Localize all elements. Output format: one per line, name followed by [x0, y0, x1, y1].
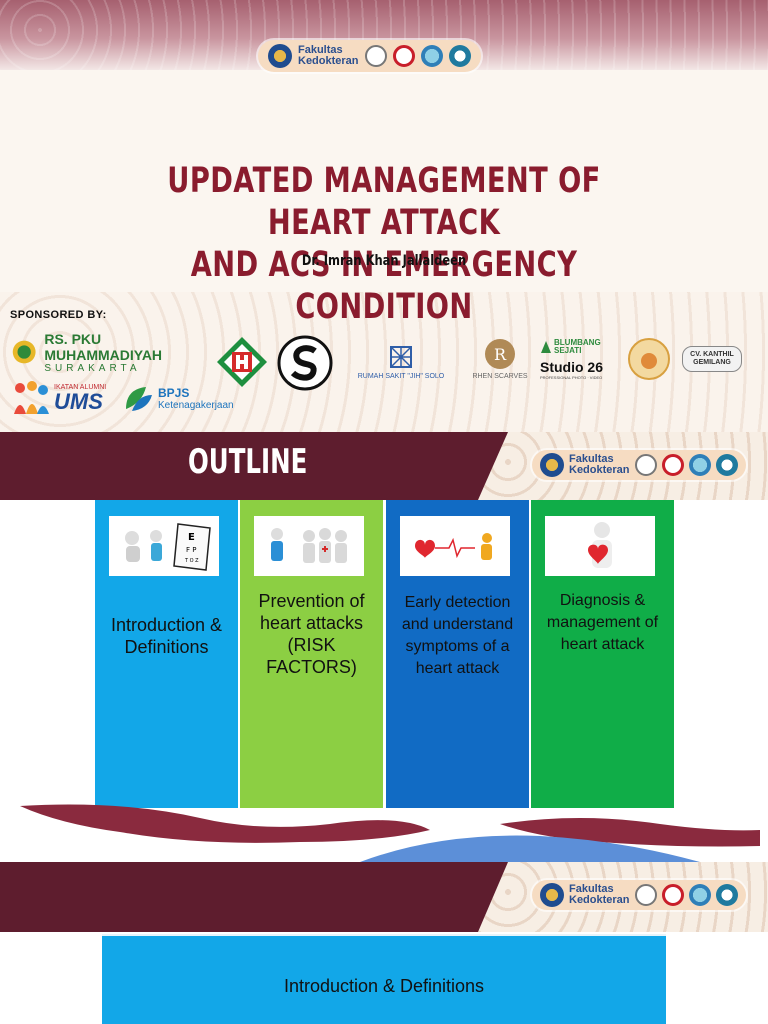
idi-seal-icon [392, 45, 415, 67]
rhen-monogram-icon: R [485, 339, 515, 369]
sponsor-hospital-h-logo [214, 334, 270, 390]
outline-card-diagnosis[interactable]: Diagnosis & management of heart attack [531, 500, 674, 808]
jih-name: RUMAH SAKIT "JIH" SOLO [357, 373, 445, 380]
idi-seal-icon [661, 454, 684, 476]
eye-chart-doctor-icon: E F P T O Z [109, 516, 219, 576]
accreditation-seal-icon [634, 884, 657, 906]
outline-heading: OUTLINE [188, 442, 308, 482]
association-seal-icon [448, 45, 471, 67]
ums-crest-icon [268, 44, 292, 68]
idi-seal-icon [661, 884, 684, 906]
globe-seal-icon [688, 884, 711, 906]
outline-card-introduction[interactable]: E F P T O Z Introduction & Definitions [95, 500, 238, 808]
card-label: Introduction & Definitions [110, 615, 223, 657]
decorative-batik-band [0, 0, 768, 70]
sponsor-food-logo [626, 336, 672, 382]
globe-seal-icon [420, 45, 443, 67]
accreditation-seal-icon [364, 45, 387, 67]
svg-text:T O Z: T O Z [184, 558, 199, 564]
heart-ecg-icon [400, 516, 510, 576]
bpjs-leaf-icon [126, 387, 152, 411]
circle-s-logo-icon [277, 335, 333, 391]
ums-name: UMS [54, 388, 103, 414]
person-holding-heart-icon [545, 516, 655, 576]
bpjs-sub: Ketenagakerjaan [158, 399, 234, 411]
sponsor-rhen-scarves: R RHEN SCARVES [466, 334, 534, 384]
ums-top-text: IKATAN ALUMNI [54, 383, 107, 391]
sponsor-circle-s-logo [276, 334, 334, 392]
association-seal-icon [715, 884, 738, 906]
sponsor-ikatan-alumni-ums: IKATAN ALUMNI UMS [10, 378, 118, 418]
svg-text:E: E [188, 532, 195, 543]
author-name: Dr. Imran Khan Jallaldeen [301, 253, 467, 269]
ums-figures-icon [14, 381, 49, 414]
outline-card-prevention[interactable]: Prevention of heart attacks (RISK FACTOR… [240, 500, 383, 808]
accreditation-seal-icon [634, 454, 657, 476]
svg-text:R: R [494, 345, 507, 364]
svg-text:F P: F P [186, 546, 196, 554]
sponsored-by-label: SPONSORED BY: [10, 309, 107, 321]
decorative-brush-strokes [20, 804, 760, 862]
studio-26-sub: PROFESSIONAL PHOTO · VIDEO [540, 374, 603, 380]
sponsor-pku-muhammadiyah: RS. PKU MUHAMMADIYAH SURAKARTA [8, 330, 214, 374]
food-badge-icon [628, 338, 670, 380]
sponsor-bpjs-ketenagakerjaan: BPJS Ketenagakerjaan [122, 382, 254, 414]
jih-lattice-icon [390, 346, 412, 368]
card-label: Prevention of heart attacks (RISK FACTOR… [258, 591, 365, 677]
ums-crest-icon [540, 883, 564, 907]
ums-crest-icon [540, 453, 564, 477]
outline-card-early-detection[interactable]: Early detection and understand symptoms … [386, 500, 529, 808]
globe-seal-icon [688, 454, 711, 476]
pku-sun-logo-icon [12, 340, 36, 364]
pku-subname: SURAKARTA [44, 362, 141, 374]
medical-team-icon [254, 516, 364, 576]
bpjs-name: BPJS [158, 385, 190, 400]
card-label: Diagnosis & management of heart attack [546, 592, 659, 653]
section-title: Introduction & Definitions [283, 976, 485, 996]
rhen-name: RHEN SCARVES [472, 373, 528, 380]
pku-name: RS. PKU MUHAMMADIYAH [44, 330, 163, 363]
hospital-h-icon [217, 337, 267, 387]
blumbang-leaf-icon [541, 340, 551, 353]
section-title-box: Introduction & Definitions [102, 934, 666, 1024]
sponsor-rs-jih: RUMAH SAKIT "JIH" SOLO [346, 338, 456, 386]
association-seal-icon [715, 454, 738, 476]
card-label: Early detection and understand symptoms … [401, 594, 514, 677]
studio-26-name: Studio 26 [540, 358, 604, 375]
